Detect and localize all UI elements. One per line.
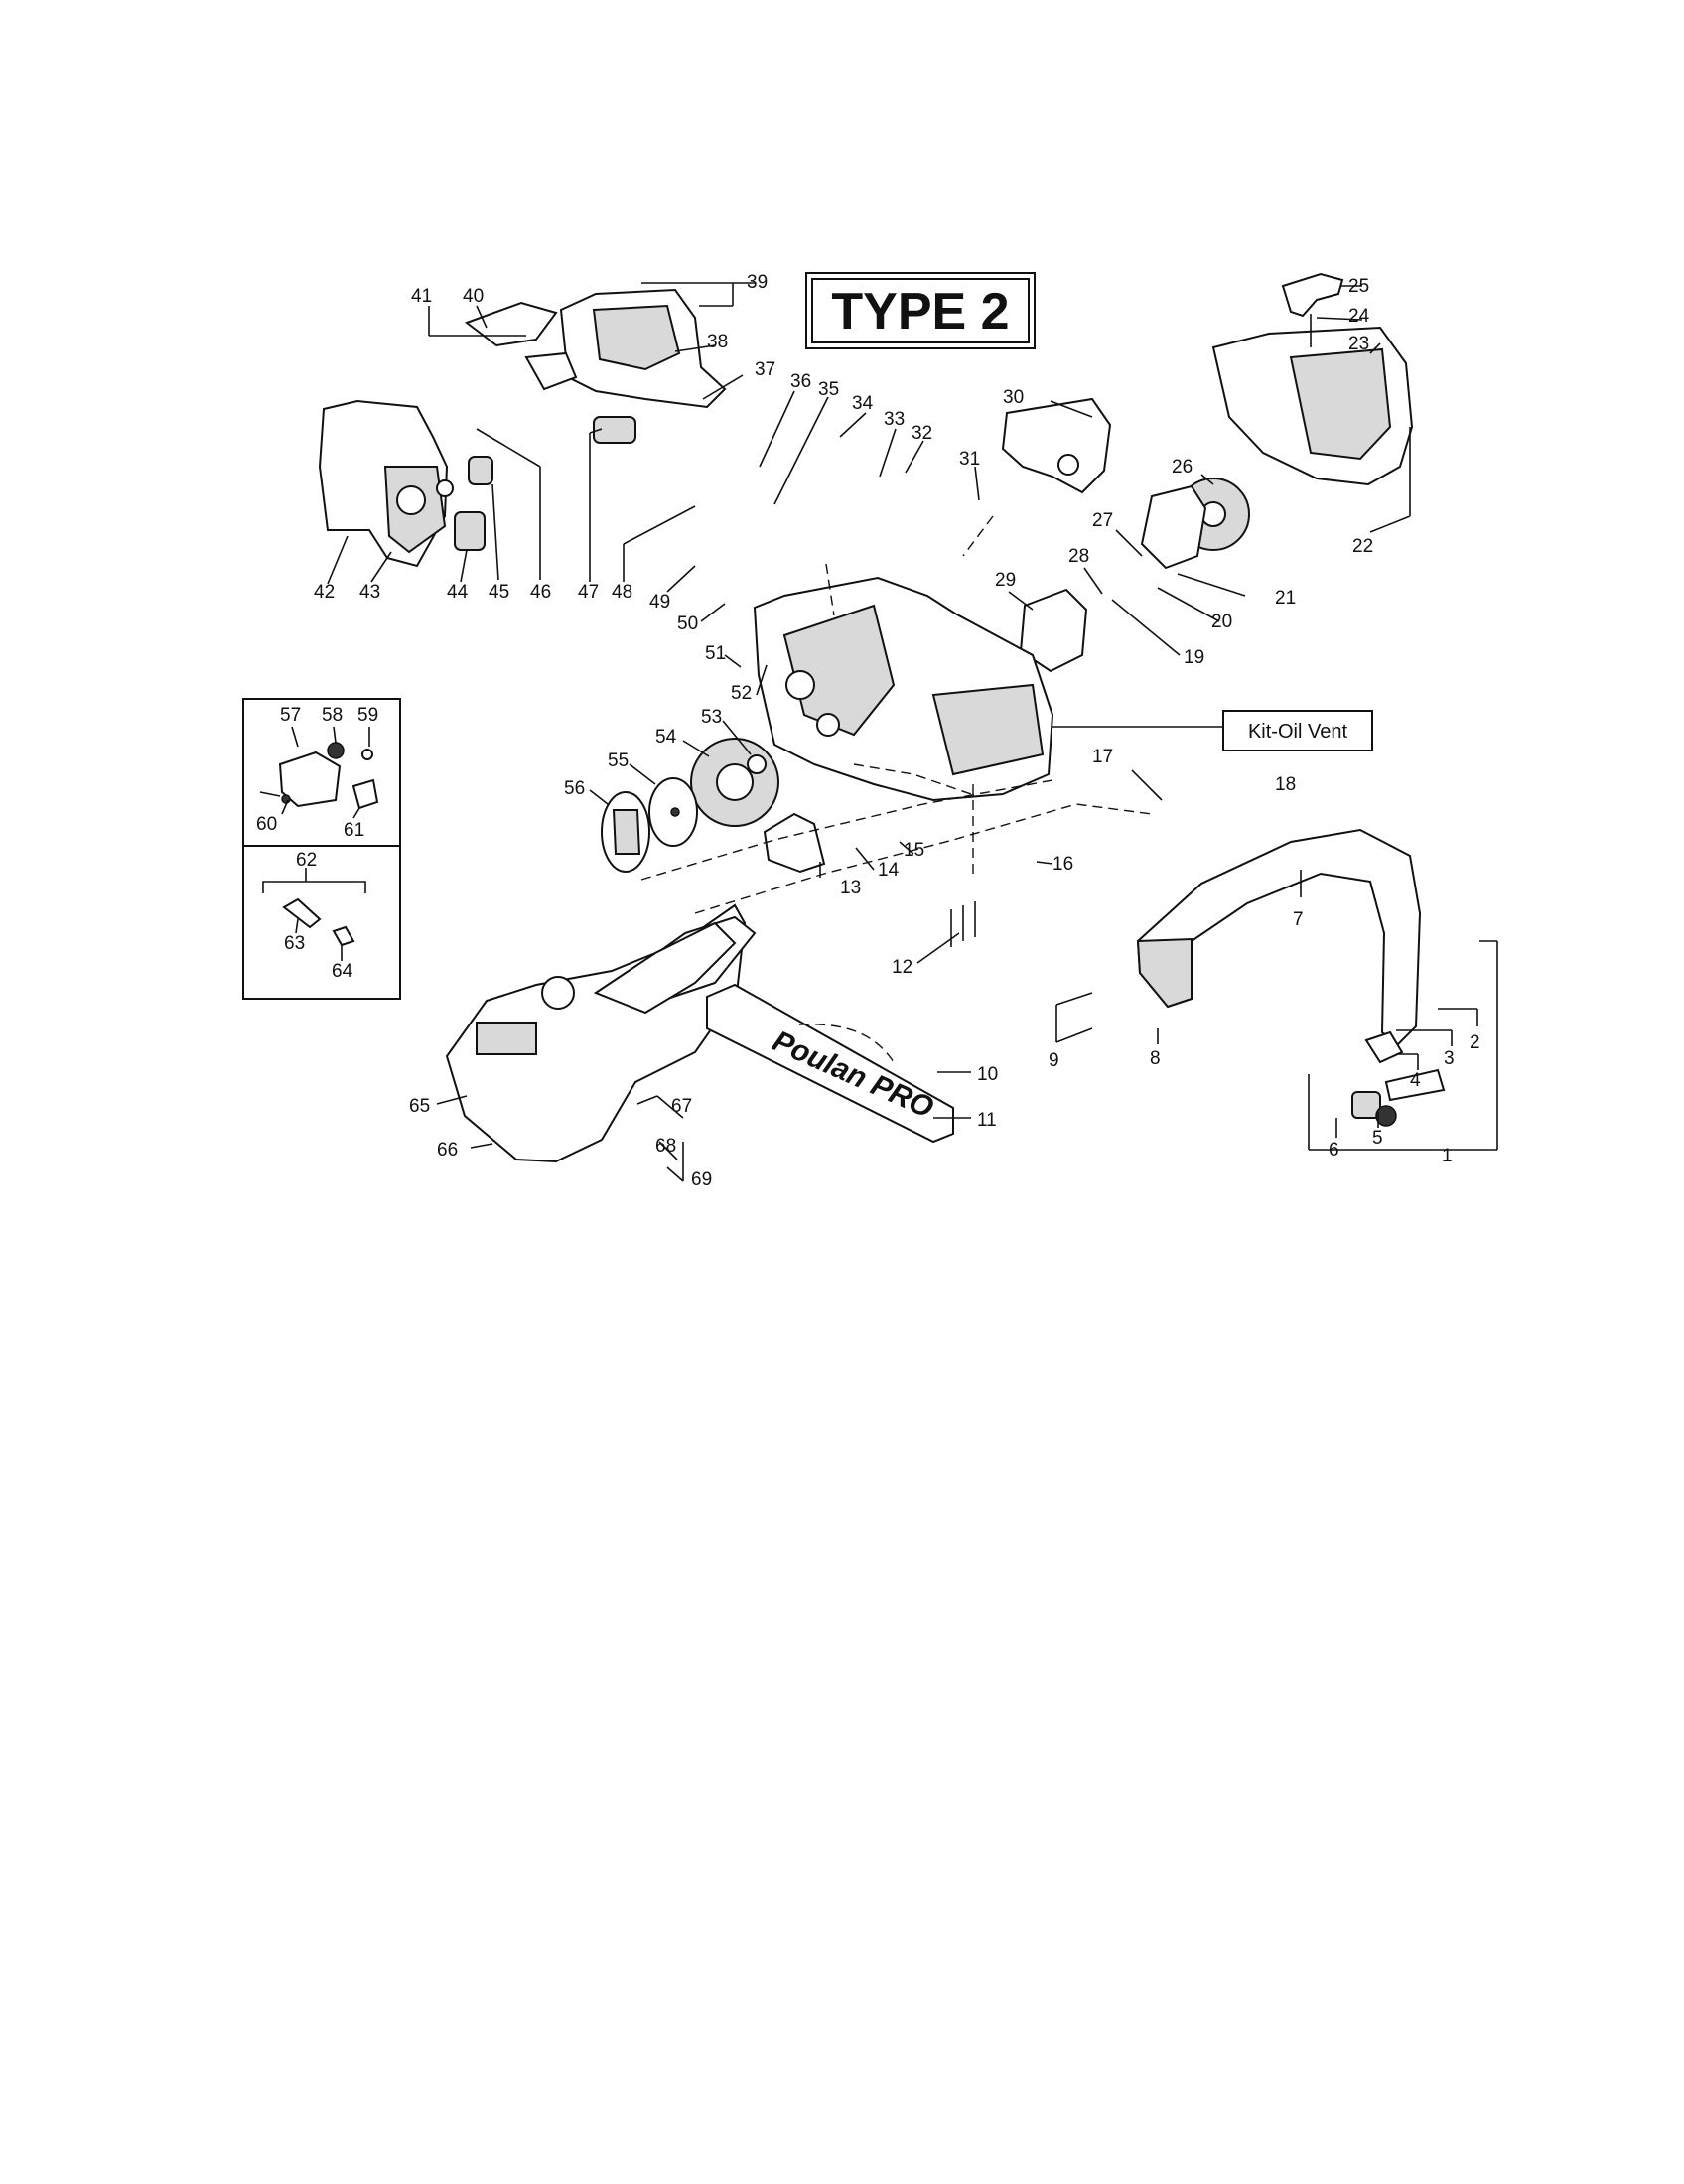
part-number-26: 26 xyxy=(1172,457,1193,478)
kit-oil-vent-box: Kit-Oil Vent xyxy=(1035,710,1373,751)
part-number-49: 49 xyxy=(649,592,670,613)
part-number-67: 67 xyxy=(671,1096,692,1117)
part-number-23: 23 xyxy=(1348,334,1369,354)
part-number-37: 37 xyxy=(755,359,775,380)
part-number-63: 63 xyxy=(284,933,305,954)
part-number-44: 44 xyxy=(447,582,469,603)
part-number-43: 43 xyxy=(359,582,380,603)
part-number-17: 17 xyxy=(1092,747,1113,767)
part-number-62: 62 xyxy=(296,850,317,871)
part-number-28: 28 xyxy=(1068,546,1089,567)
part-number-53: 53 xyxy=(701,707,722,728)
part-number-22: 22 xyxy=(1352,536,1373,557)
part-number-9: 9 xyxy=(1049,1050,1059,1071)
part-number-61: 61 xyxy=(344,820,364,841)
part-number-51: 51 xyxy=(705,643,726,664)
part-number-21: 21 xyxy=(1275,588,1296,609)
part-number-24: 24 xyxy=(1348,306,1370,327)
part-number-18: 18 xyxy=(1275,774,1296,795)
part-number-66: 66 xyxy=(437,1140,458,1160)
part-number-29: 29 xyxy=(995,570,1016,591)
part-number-6: 6 xyxy=(1329,1140,1339,1160)
part-number-32: 32 xyxy=(912,423,932,444)
part-number-10: 10 xyxy=(977,1064,998,1085)
part-number-31: 31 xyxy=(959,449,980,470)
part-number-50: 50 xyxy=(677,614,698,634)
part-number-58: 58 xyxy=(322,705,343,726)
part-number-16: 16 xyxy=(1052,854,1073,875)
part-number-57: 57 xyxy=(280,705,301,726)
kit-oil-vent-label: Kit-Oil Vent xyxy=(1248,721,1347,743)
part-number-47: 47 xyxy=(578,582,599,603)
part-number-42: 42 xyxy=(314,582,335,603)
inset-box-oil-line xyxy=(242,845,401,1000)
part-number-40: 40 xyxy=(463,286,484,307)
part-number-labels: 1 2 3 4 5 6 7 8 9 10 11 12 13 14 15 16 1… xyxy=(256,272,1480,1190)
part-number-30: 30 xyxy=(1003,387,1024,408)
part-number-19: 19 xyxy=(1184,647,1204,668)
part-number-35: 35 xyxy=(818,379,839,400)
part-number-45: 45 xyxy=(489,582,509,603)
part-number-38: 38 xyxy=(707,332,728,352)
part-number-20: 20 xyxy=(1211,612,1232,632)
part-number-25: 25 xyxy=(1348,276,1369,297)
type-label-box: TYPE 2 xyxy=(805,272,1036,349)
part-number-36: 36 xyxy=(790,371,811,392)
part-number-5: 5 xyxy=(1372,1128,1383,1149)
part-number-56: 56 xyxy=(564,778,585,799)
part-number-8: 8 xyxy=(1150,1048,1161,1069)
part-number-4: 4 xyxy=(1410,1070,1421,1091)
part-number-1: 1 xyxy=(1442,1146,1453,1166)
inset-box-oil-pump xyxy=(242,698,401,847)
part-number-15: 15 xyxy=(904,840,924,861)
part-number-39: 39 xyxy=(747,272,768,293)
part-number-41: 41 xyxy=(411,286,432,307)
part-number-46: 46 xyxy=(530,582,551,603)
part-number-69: 69 xyxy=(691,1169,712,1190)
leader-lines xyxy=(281,282,1498,1182)
part-number-55: 55 xyxy=(608,751,629,771)
parts-artwork: Poulan PRO xyxy=(318,272,1446,1163)
part-number-27: 27 xyxy=(1092,510,1113,531)
part-number-68: 68 xyxy=(655,1136,676,1157)
part-number-60: 60 xyxy=(256,814,277,835)
part-number-34: 34 xyxy=(852,393,874,414)
part-number-65: 65 xyxy=(409,1096,430,1117)
part-number-12: 12 xyxy=(892,957,912,978)
part-number-14: 14 xyxy=(878,860,900,881)
part-number-33: 33 xyxy=(884,409,905,430)
part-number-11: 11 xyxy=(977,1110,997,1131)
part-number-2: 2 xyxy=(1470,1032,1480,1053)
brand-logo: Poulan PRO xyxy=(768,1024,938,1125)
part-number-13: 13 xyxy=(840,878,861,898)
part-number-7: 7 xyxy=(1293,909,1304,930)
type-label: TYPE 2 xyxy=(831,283,1009,341)
part-number-3: 3 xyxy=(1444,1048,1455,1069)
part-number-54: 54 xyxy=(655,727,677,748)
part-number-59: 59 xyxy=(357,705,378,726)
part-number-48: 48 xyxy=(612,582,632,603)
part-number-52: 52 xyxy=(731,683,752,704)
part-number-64: 64 xyxy=(332,961,353,982)
